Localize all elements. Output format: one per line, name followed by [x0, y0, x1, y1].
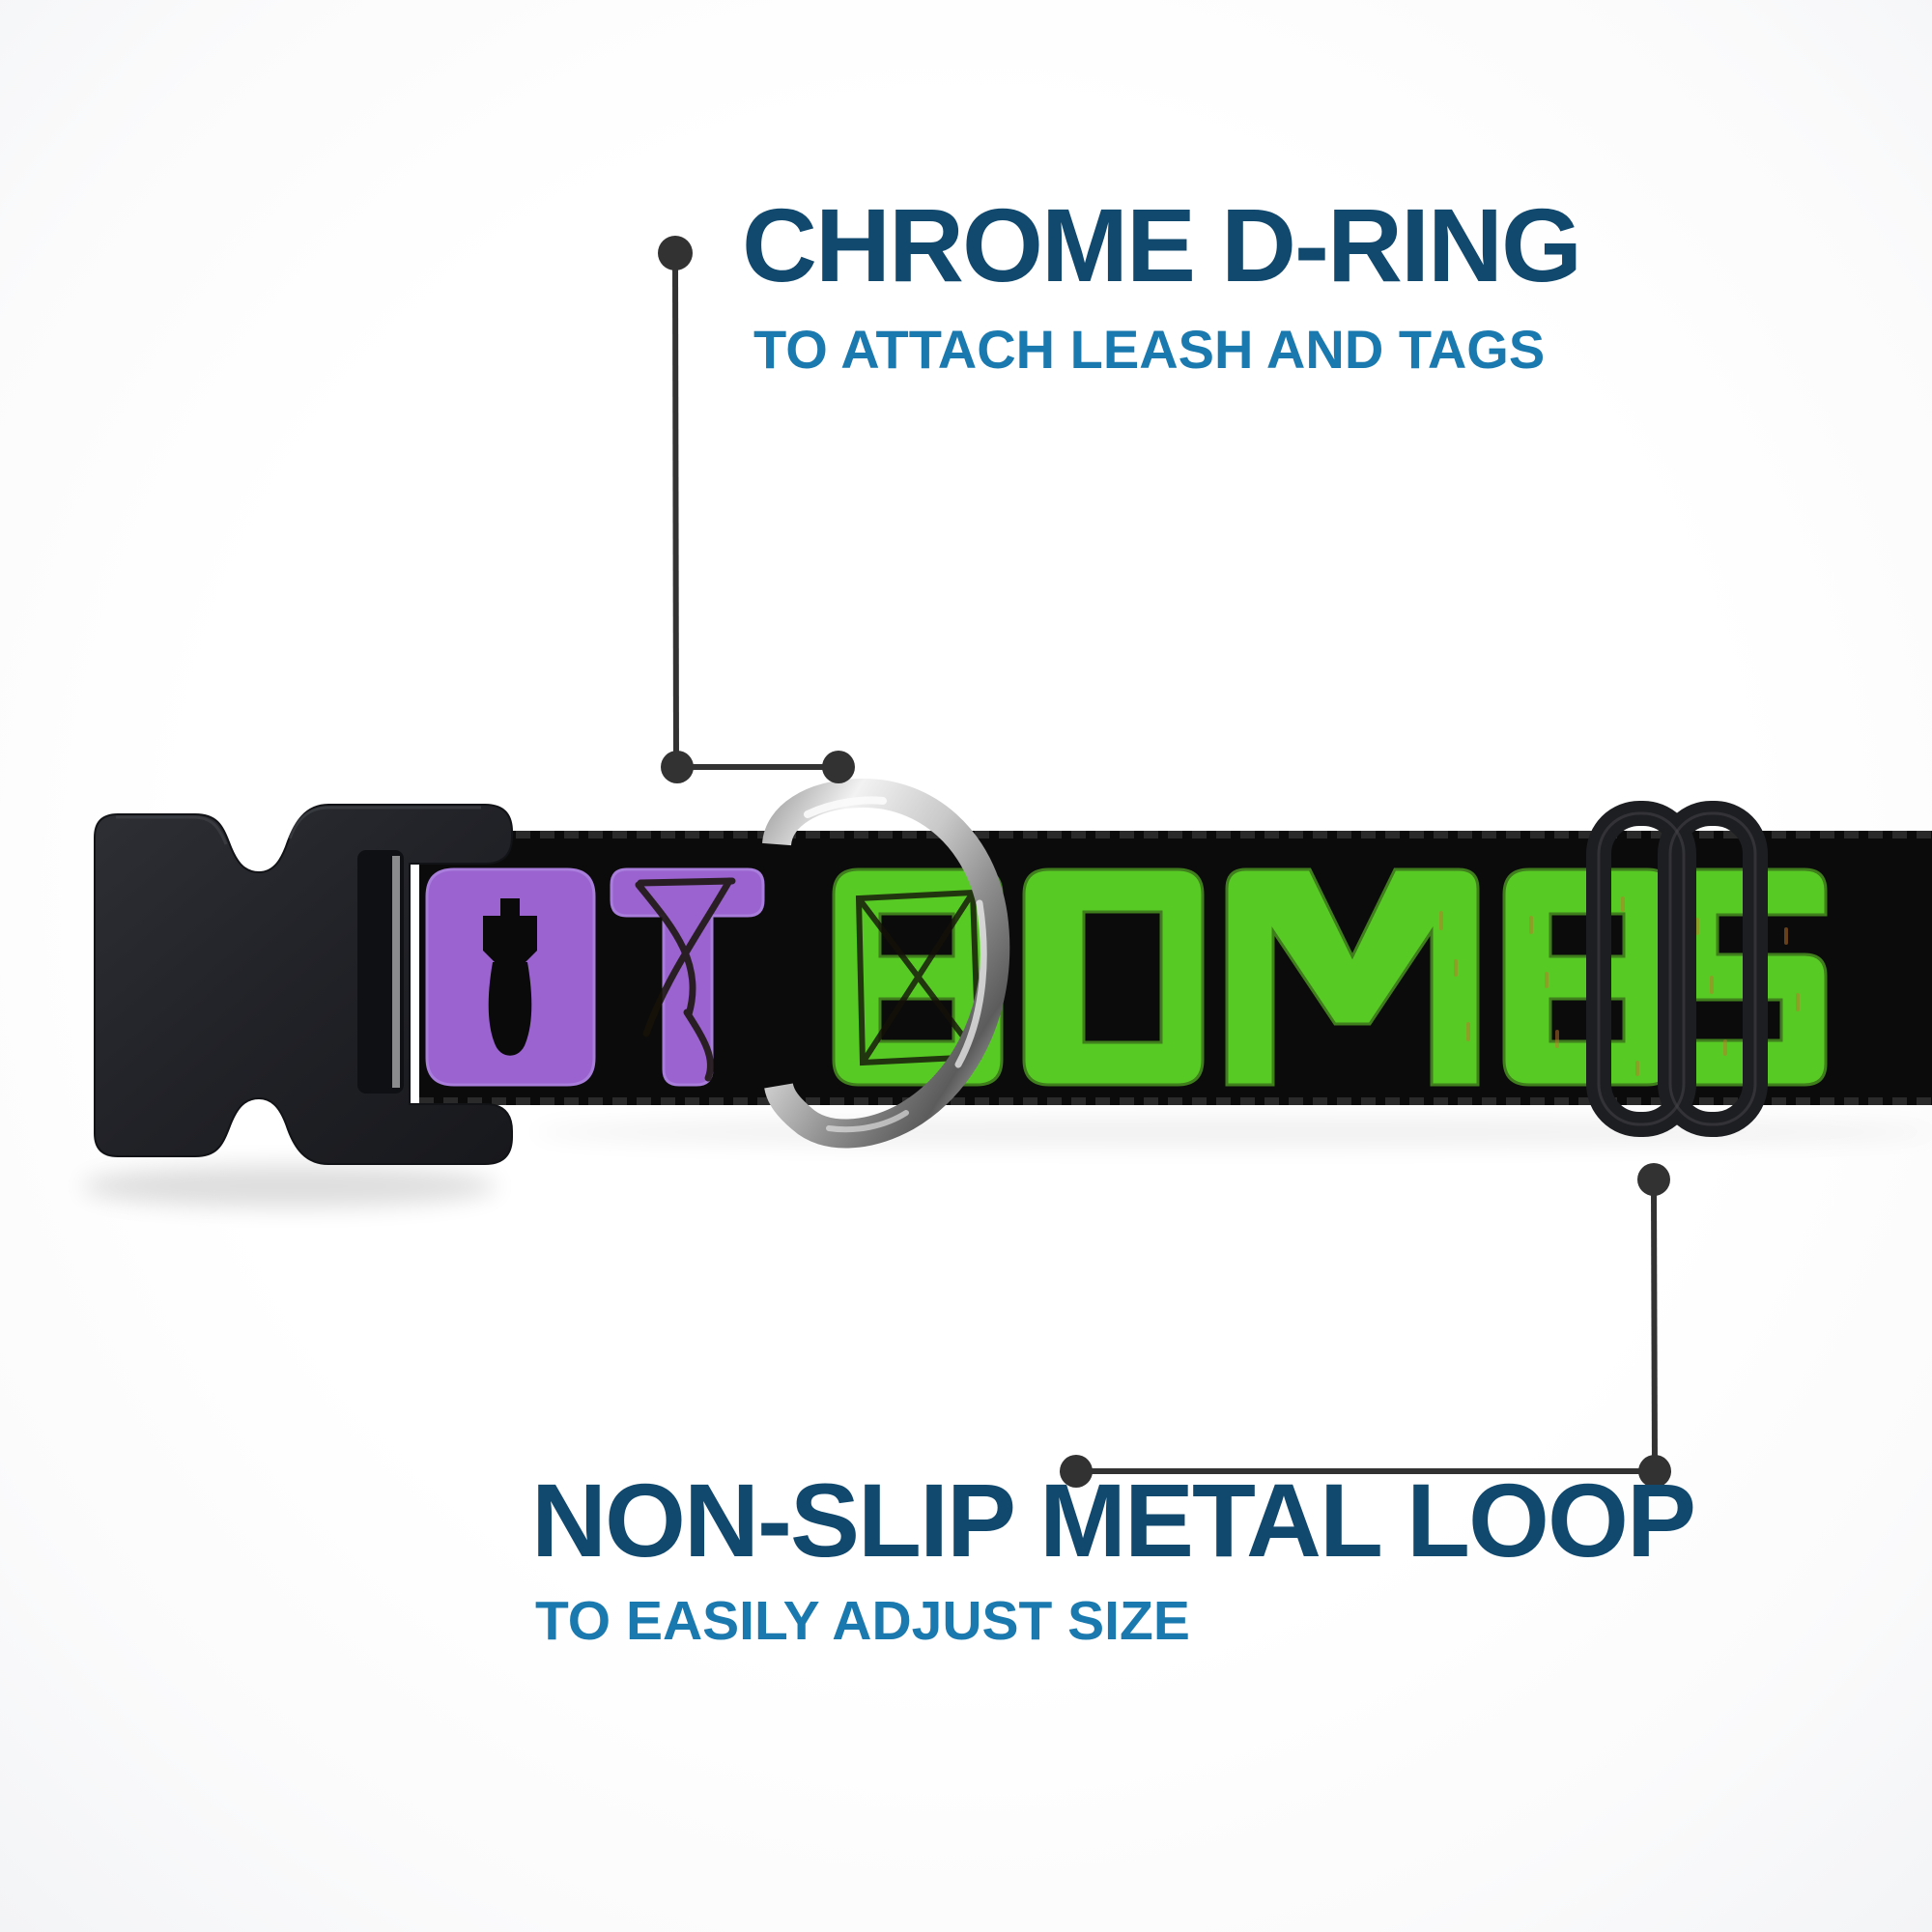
collar-letter-o1 — [425, 867, 596, 1087]
collar-letter-o2 — [1022, 867, 1205, 1087]
side-release-buckle — [94, 804, 513, 1165]
collar-letter-t — [610, 867, 765, 1087]
bottom-callout-subtitle: TO EASILY ADJUST SIZE — [535, 1590, 1190, 1652]
camo-speckles — [1439, 896, 1800, 1076]
camo-crack-pattern — [635, 877, 736, 1082]
bomb-icon — [483, 898, 537, 1056]
buckle-slot-highlight — [392, 856, 400, 1088]
top-callout-subtitle: TO ATTACH LEASH AND TAGS — [753, 319, 1546, 380]
collar-letter-m — [1225, 867, 1480, 1087]
tri-glide-loop — [1586, 801, 1768, 1137]
callout-connectors — [658, 236, 1671, 1488]
top-callout-dot-label — [658, 236, 693, 270]
bottom-callout-title: NON-SLIP METAL LOOP — [531, 1462, 1696, 1578]
chrome-d-ring — [762, 778, 1010, 1149]
bottom-callout-connector — [1060, 1163, 1671, 1488]
bottom-callout-dot-label — [1060, 1455, 1093, 1488]
bottom-callout-dot-target — [1637, 1163, 1670, 1196]
buckle-edge-highlight — [116, 806, 481, 845]
top-callout-title: CHROME D-RING — [742, 186, 1582, 303]
top-callout-dot-target — [822, 751, 855, 783]
top-callout-connector — [658, 236, 855, 783]
